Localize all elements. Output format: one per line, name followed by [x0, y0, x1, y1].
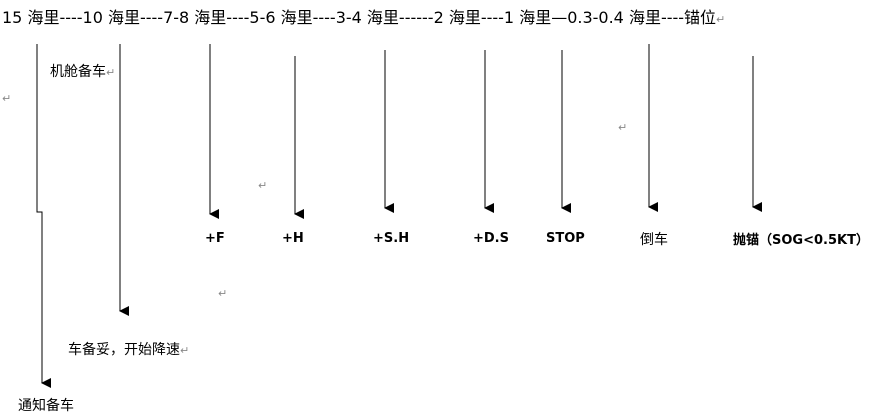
order-stop: STOP — [546, 231, 585, 246]
header-text: 15 海里----10 海里----7-8 海里----5-6 海里----3-… — [2, 8, 717, 27]
distance-sequence-header: 15 海里----10 海里----7-8 海里----5-6 海里----3-… — [2, 4, 725, 28]
paragraph-mark: ↵ — [716, 13, 726, 26]
engine-standby-label: 机舱备车↵ — [50, 61, 115, 81]
paragraph-mark: ↵ — [258, 179, 268, 192]
order-slow: +S.H — [373, 231, 410, 246]
order-half: +H — [282, 231, 304, 246]
order-astern: 倒车 — [640, 232, 668, 248]
order-full: +F — [205, 231, 225, 246]
order-anchor: 抛锚（SOG<0.5KT） — [733, 233, 869, 248]
paragraph-mark: ↵ — [618, 121, 628, 134]
notify-standby-text: 通知备车 — [18, 398, 74, 414]
paragraph-mark: ↵ — [180, 344, 190, 357]
paragraph-mark: ↵ — [218, 287, 228, 300]
engine-ready-slow-text: 车备妥，开始降速 — [68, 342, 180, 358]
engine-standby-text: 机舱备车 — [50, 64, 106, 80]
paragraph-mark: ↵ — [2, 92, 12, 105]
notify-standby-label: 通知备车 — [18, 395, 74, 415]
arrow-15nm-notify — [36, 44, 51, 388]
order-dead-slow: +D.S — [473, 231, 509, 246]
paragraph-mark: ↵ — [106, 66, 116, 79]
engine-ready-slow-label: 车备妥，开始降速↵ — [68, 339, 189, 359]
